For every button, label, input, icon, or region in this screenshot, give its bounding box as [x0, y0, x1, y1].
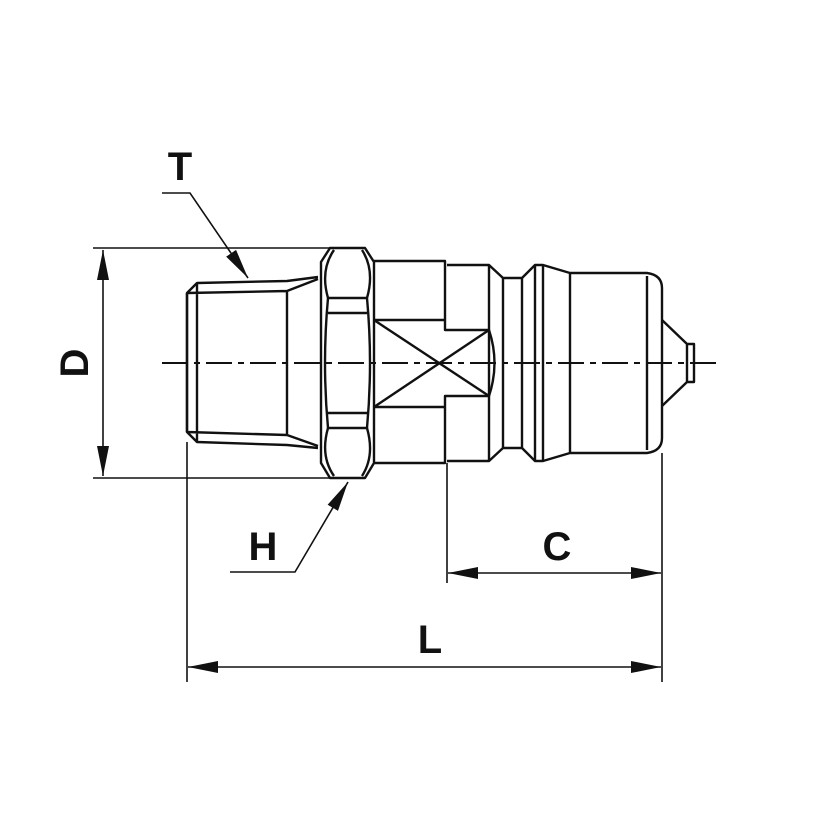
label-c: C	[543, 525, 572, 569]
label-l: L	[418, 618, 442, 662]
label-t: T	[168, 145, 192, 189]
dimension-d: D	[53, 247, 330, 479]
label-d: D	[53, 349, 97, 378]
label-h: H	[249, 525, 278, 569]
thread-section	[185, 275, 319, 450]
dimension-h: H	[230, 481, 349, 573]
body	[373, 259, 696, 465]
dimension-t: T	[162, 145, 249, 279]
hex-nut	[319, 246, 376, 480]
dimension-c: C	[446, 453, 663, 682]
dimension-l: L	[186, 442, 661, 682]
